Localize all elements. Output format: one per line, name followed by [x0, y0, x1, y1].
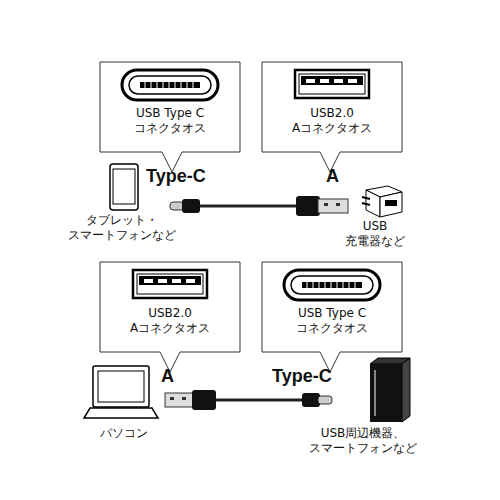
callout-box: USB Type C コネクタオス: [262, 262, 402, 352]
connector-type-label: Type-C: [272, 366, 332, 387]
type-c-icon: [284, 270, 380, 300]
device-label: USB周辺機器、 スマートフォンなど: [300, 426, 426, 456]
connector-name: USB Type C コネクタオス: [286, 306, 378, 336]
callout-bubble: [262, 62, 402, 172]
callout-bubble: [100, 62, 240, 172]
usb-a-icon: [133, 270, 207, 298]
laptop-icon: [84, 366, 158, 418]
callout-box: USB2.0 Aコネクタオス: [100, 262, 240, 352]
device-label: タブレット・ スマートフォンなど: [60, 213, 184, 243]
device-label: USB 充電器など: [340, 219, 410, 249]
smartphone-icon: [110, 164, 138, 210]
connector-name: USB2.0 Aコネクタオス: [124, 306, 216, 336]
connector-type-label: A: [161, 366, 174, 387]
connector-type-label: Type-C: [146, 166, 206, 187]
connector-type-label: A: [326, 166, 339, 187]
connector-name: USB2.0 Aコネクタオス: [286, 106, 378, 136]
callout-bubble: [100, 262, 240, 372]
cable: [165, 390, 332, 410]
device-label: パソコン: [84, 426, 164, 441]
cable: [170, 196, 348, 216]
connector-name: USB Type C コネクタオス: [124, 106, 216, 136]
type-c-icon: [122, 70, 218, 100]
callout-bubble: [262, 262, 402, 372]
callout-box: USB Type C コネクタオス: [100, 62, 240, 152]
callout-box: USB2.0 Aコネクタオス: [262, 62, 402, 152]
usb-a-icon: [295, 70, 369, 98]
charger-icon: [362, 186, 402, 217]
peripheral-device-icon: [370, 358, 410, 422]
